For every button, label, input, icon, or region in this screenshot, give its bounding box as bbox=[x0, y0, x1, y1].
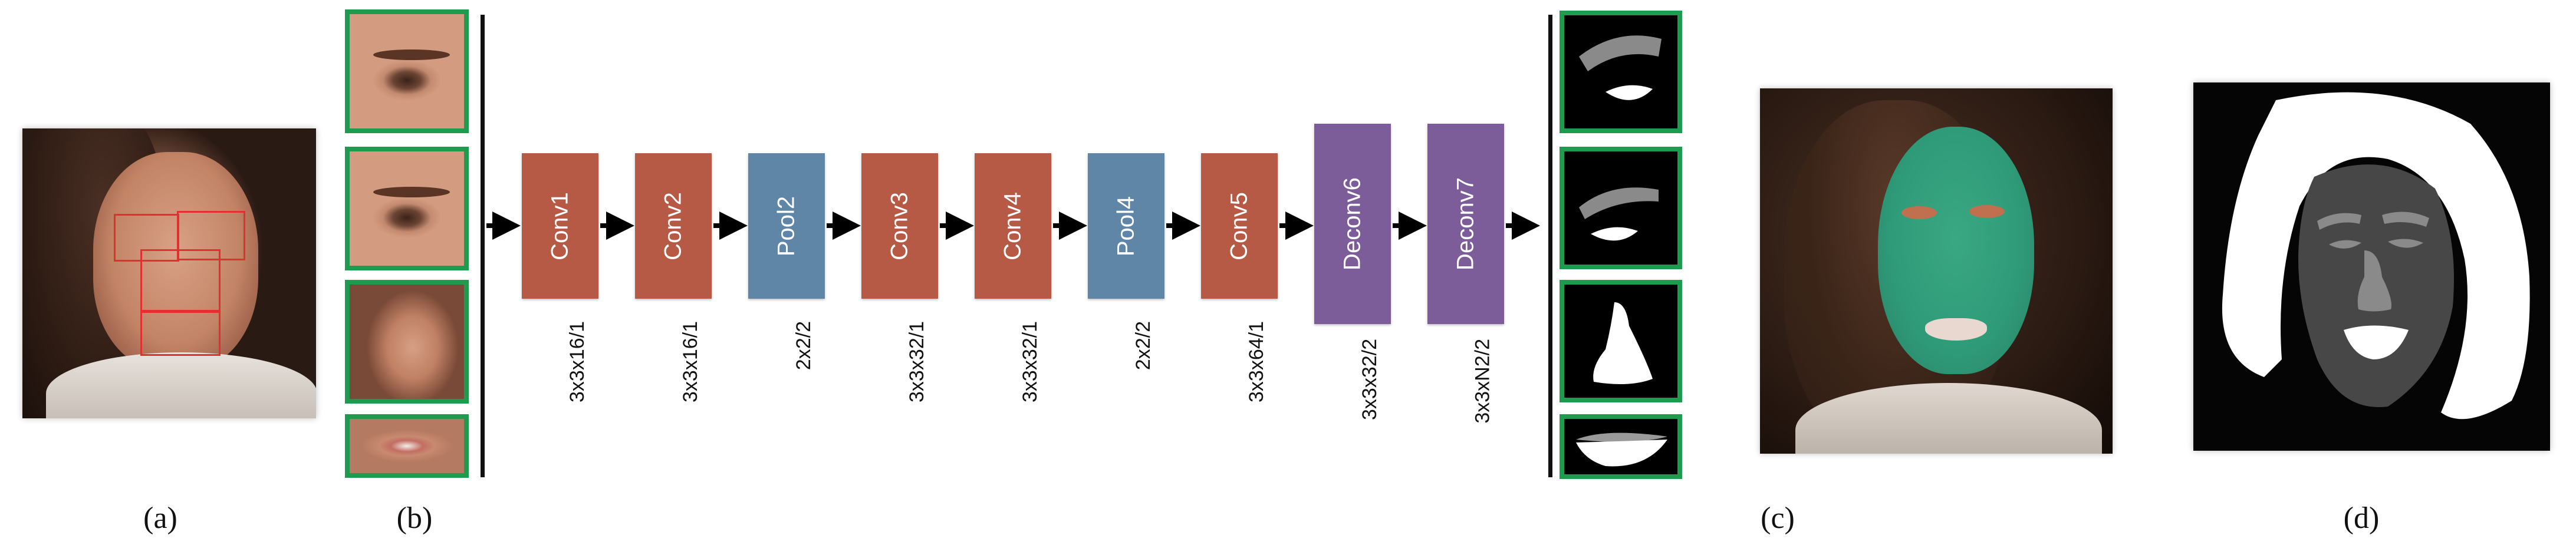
mouth-mask bbox=[2344, 325, 2409, 359]
layer-conv1: Conv1 bbox=[522, 153, 598, 299]
eye-right-mask bbox=[2388, 239, 2423, 248]
layer-pool2: Pool2 bbox=[748, 153, 825, 299]
layer-spec-conv5: 3x3x64/1 bbox=[1245, 321, 1268, 402]
crop-left-eye bbox=[345, 9, 469, 133]
crop-mouth bbox=[345, 414, 469, 478]
layer-spec-conv3: 3x3x32/1 bbox=[906, 321, 928, 402]
layer-label: Conv4 bbox=[999, 191, 1026, 260]
layer-spec-deconv7: 3x3xN2/2 bbox=[1472, 339, 1494, 424]
eye-right-overlay bbox=[1969, 205, 2005, 218]
shirt-region bbox=[46, 352, 316, 418]
layer-label: Conv5 bbox=[1226, 191, 1252, 260]
eye-mask bbox=[1591, 227, 1638, 241]
layer-deconv7: Deconv7 bbox=[1427, 124, 1504, 324]
layer-conv3: Conv3 bbox=[861, 153, 938, 299]
layer-label: Deconv6 bbox=[1339, 177, 1366, 270]
layer-spec-conv2: 3x3x16/1 bbox=[679, 321, 702, 402]
eye-left-overlay bbox=[1901, 206, 1937, 219]
layer-label: Conv1 bbox=[547, 191, 573, 260]
layer-conv5: Conv5 bbox=[1201, 153, 1278, 299]
layer-label: Pool2 bbox=[773, 196, 800, 256]
nose-mask bbox=[2357, 250, 2391, 312]
nose-mask bbox=[1593, 302, 1653, 384]
layer-label: Pool4 bbox=[1113, 196, 1139, 256]
crop-right-eye bbox=[345, 147, 469, 270]
panel-label-c: (c) bbox=[1761, 501, 1795, 535]
mask-left-eye bbox=[1560, 11, 1682, 133]
mouth-box bbox=[140, 311, 221, 356]
layer-spec-conv1: 3x3x16/1 bbox=[566, 321, 588, 402]
layer-pool4: Pool4 bbox=[1088, 153, 1164, 299]
label-map-shapes bbox=[2222, 92, 2530, 420]
eyebrow-shape bbox=[373, 49, 450, 60]
panel-label-a: (a) bbox=[143, 501, 177, 535]
panel-label-b: (b) bbox=[396, 501, 433, 535]
segmentation-overlay-photo bbox=[1760, 88, 2113, 454]
eyebrow-mask bbox=[1579, 187, 1659, 219]
layer-label: Conv2 bbox=[660, 191, 686, 260]
layer-deconv6: Deconv6 bbox=[1314, 124, 1391, 324]
eye-box-right bbox=[177, 211, 245, 260]
crop-nose bbox=[345, 280, 469, 404]
mask-right-eye bbox=[1560, 147, 1682, 269]
separator-left bbox=[481, 15, 485, 477]
layer-label: Conv3 bbox=[886, 191, 913, 260]
eyebrow-mask bbox=[1579, 35, 1662, 71]
layer-label: Deconv7 bbox=[1452, 177, 1479, 270]
segmentation-label-map bbox=[2193, 82, 2550, 451]
eye-mask bbox=[1606, 85, 1653, 100]
layer-conv2: Conv2 bbox=[635, 153, 712, 299]
eyebrow-left-mask bbox=[2317, 213, 2361, 230]
hair-mask bbox=[2222, 92, 2530, 420]
eyebrow-shape bbox=[373, 187, 450, 197]
layer-conv4: Conv4 bbox=[975, 153, 1051, 299]
layer-spec-pool4: 2x2/2 bbox=[1132, 321, 1154, 371]
lower-lip-mask bbox=[1576, 440, 1667, 467]
mask-shapes bbox=[1593, 302, 1653, 384]
shirt-region bbox=[1795, 383, 2102, 454]
nose-box bbox=[140, 249, 221, 312]
mask-mouth bbox=[1560, 414, 1682, 479]
eye-left-mask bbox=[2329, 240, 2361, 249]
mask-nose bbox=[1560, 280, 1682, 402]
input-face-photo bbox=[22, 128, 316, 418]
mask-shapes bbox=[1576, 432, 1667, 467]
layer-spec-conv4: 3x3x32/1 bbox=[1019, 321, 1041, 402]
mask-shapes bbox=[1579, 187, 1659, 241]
panel-label-d: (d) bbox=[2343, 501, 2380, 535]
layer-spec-pool2: 2x2/2 bbox=[792, 321, 815, 371]
separator-right bbox=[1548, 15, 1552, 477]
mouth-overlay bbox=[1925, 318, 1987, 341]
mask-shapes bbox=[1579, 35, 1662, 100]
layer-spec-deconv6: 3x3x32/2 bbox=[1358, 339, 1381, 420]
upper-lip-mask bbox=[1576, 432, 1667, 442]
eyebrow-right-mask bbox=[2382, 212, 2429, 227]
